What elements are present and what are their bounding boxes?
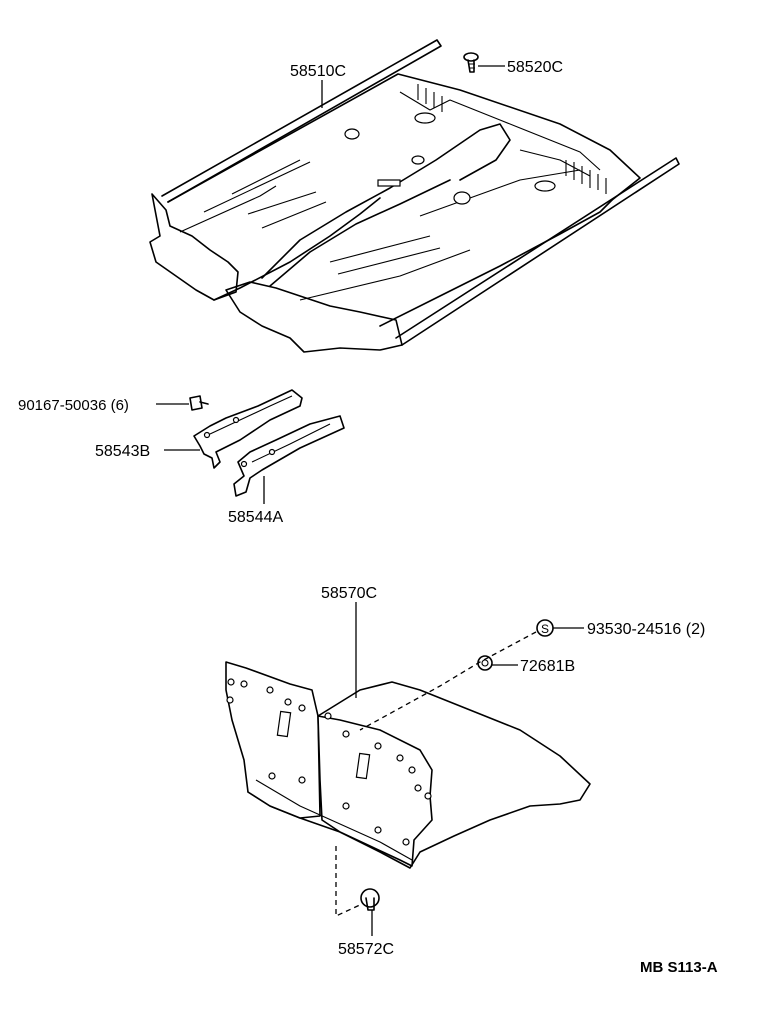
label-93530: 93530-24516 (2) <box>587 621 705 638</box>
label-72681: 72681B <box>520 658 575 675</box>
floor-carpet-drawing <box>149 39 680 353</box>
screw-90167-icon <box>189 395 209 411</box>
clip-58520-icon <box>463 52 479 73</box>
svg-text:S: S <box>541 622 549 636</box>
clip-58572-icon <box>360 888 380 911</box>
label-58520: 58520C <box>507 59 563 76</box>
bracket-58544-drawing <box>233 415 345 497</box>
floor-silencer-drawing <box>225 661 591 869</box>
bracket-58543-drawing <box>193 389 303 469</box>
label-58544: 58544A <box>228 509 283 526</box>
label-90167: 90167-50036 (6) <box>18 397 129 414</box>
label-58572: 58572C <box>338 941 394 958</box>
label-58570: 58570C <box>321 585 377 602</box>
s-nut-icon: S <box>536 619 554 637</box>
label-58543: 58543B <box>95 443 150 460</box>
assembly-line <box>335 846 363 918</box>
clip-72681-icon <box>477 655 493 671</box>
assembly-line <box>359 631 537 731</box>
label-58510: 58510C <box>290 63 346 80</box>
diagram-code: MB S113-A <box>640 959 718 976</box>
